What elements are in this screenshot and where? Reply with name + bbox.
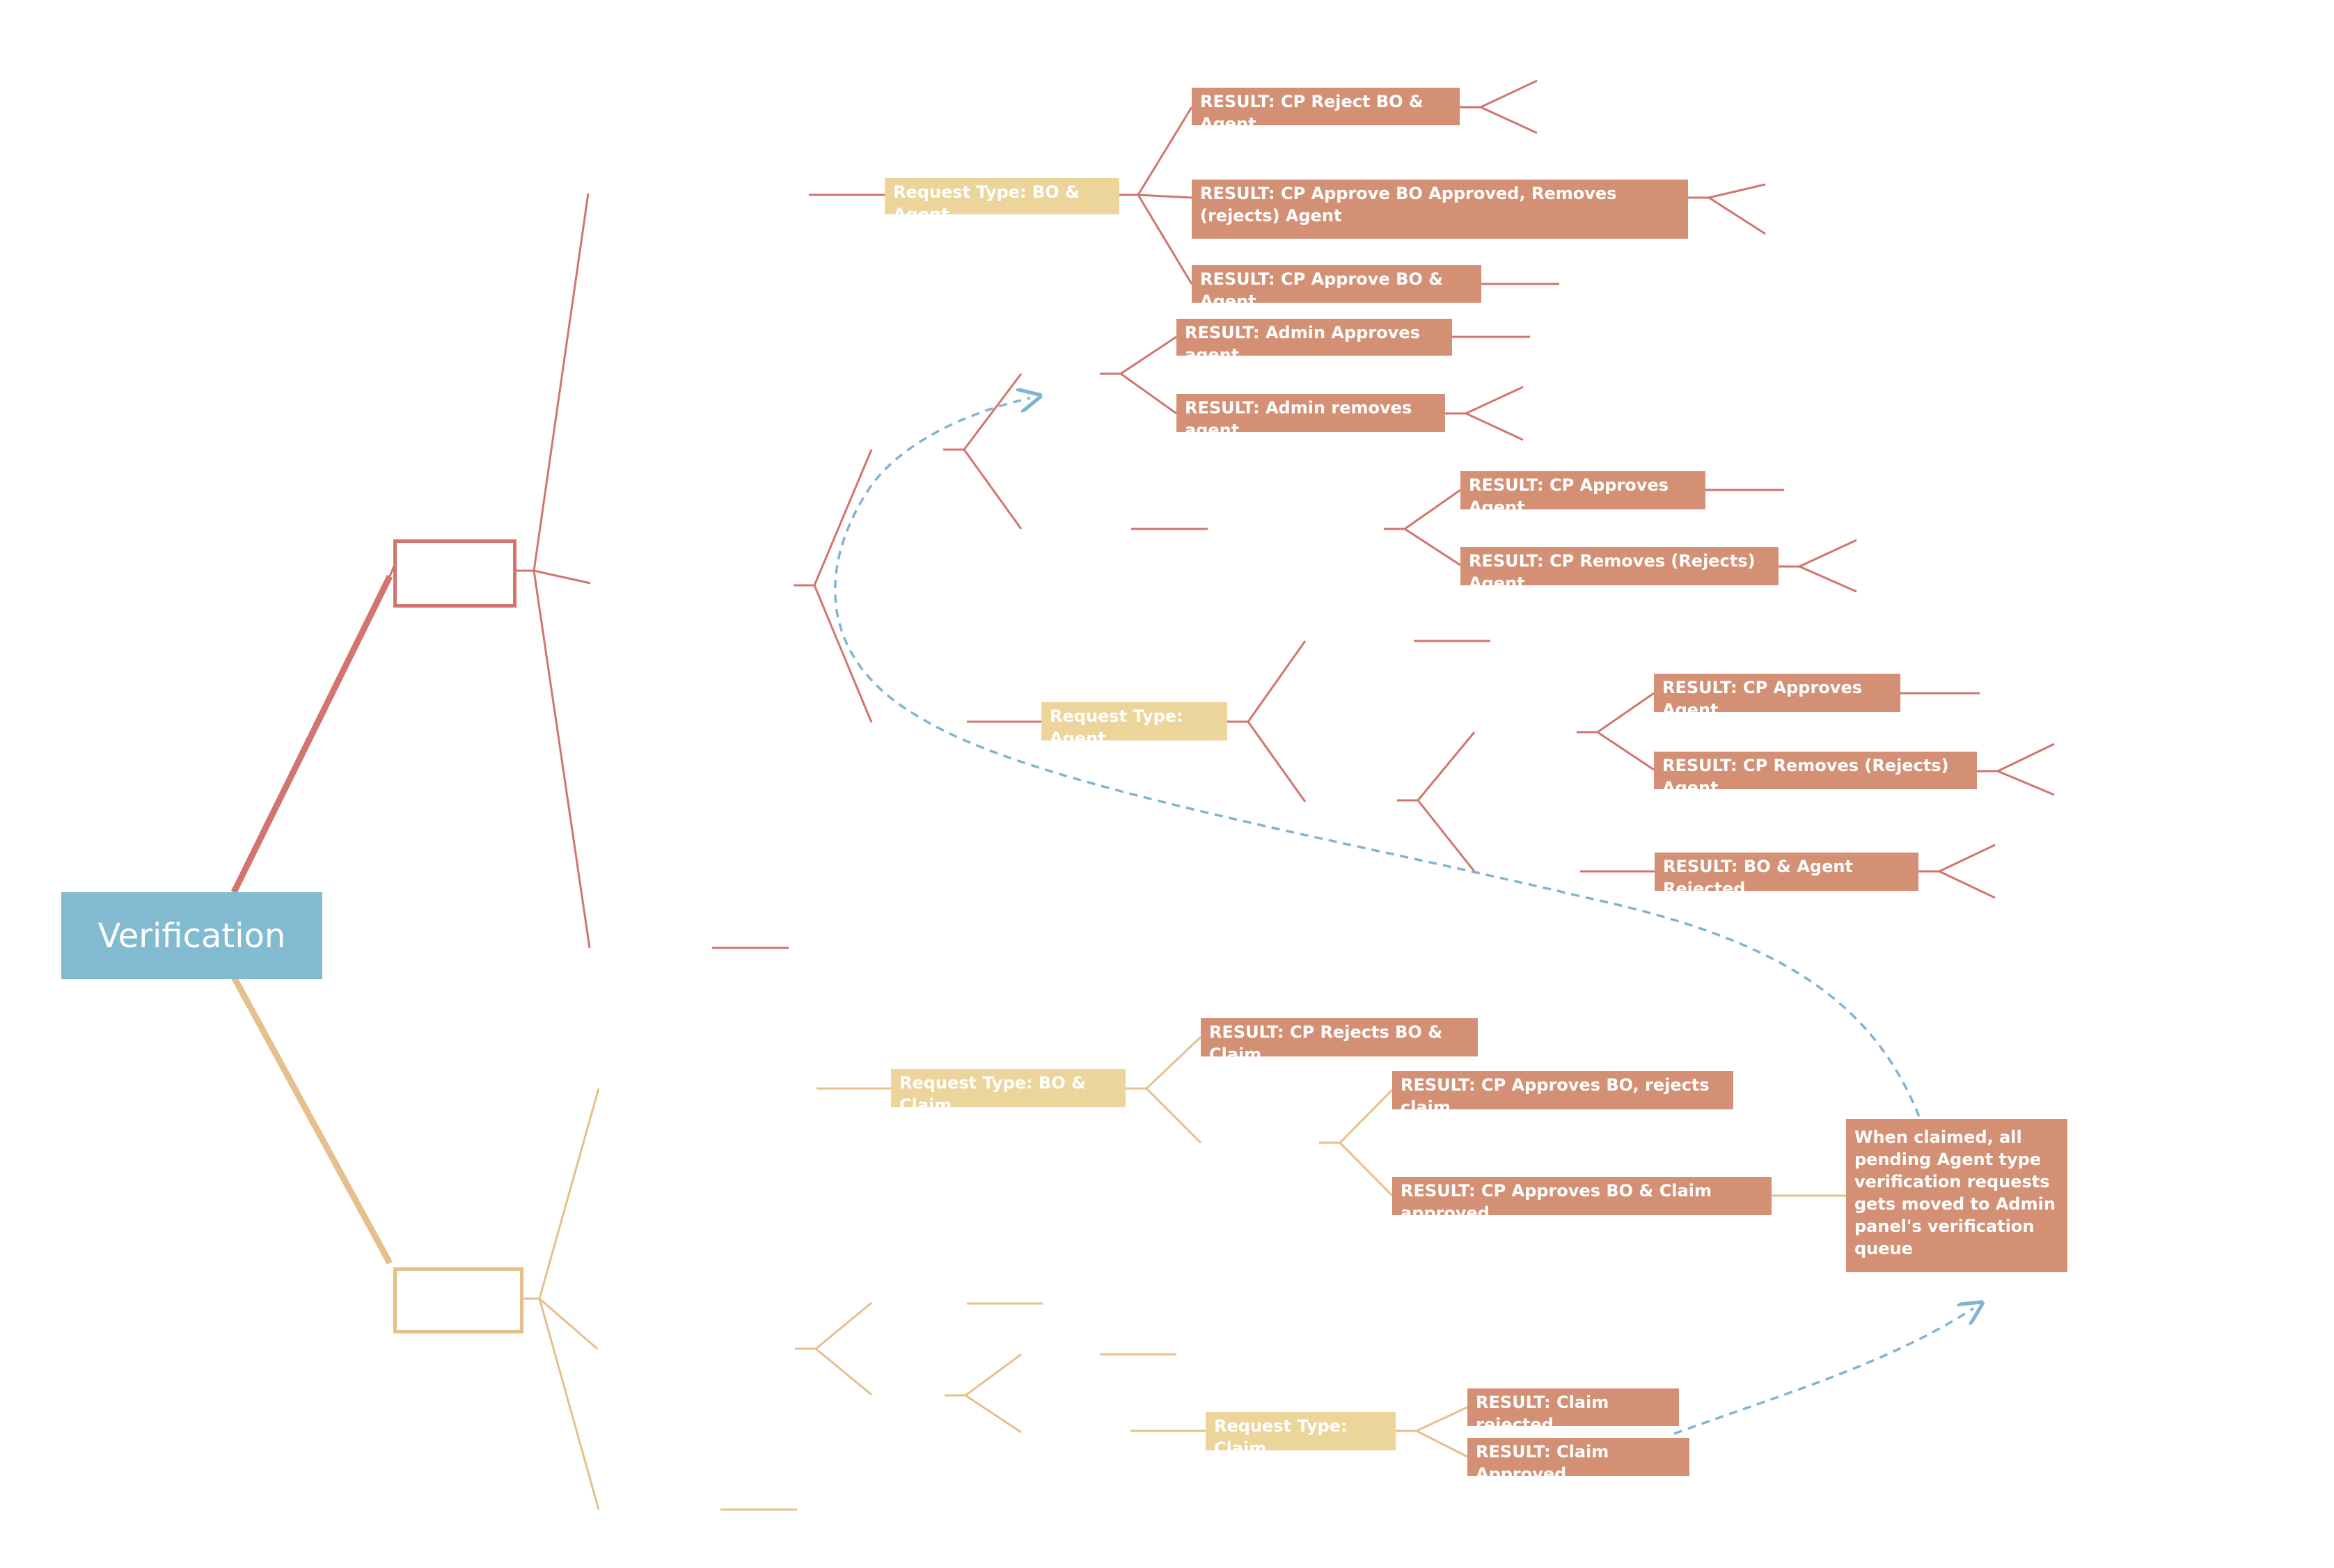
arrow-note-to-admin-queue	[834, 398, 1921, 1117]
arrow-claim-approved-to-note	[1673, 1308, 1973, 1435]
empty-node-orange[interactable]	[393, 1267, 523, 1333]
result-cp-removes-agent-2[interactable]: RESULT: CP Removes (Rejects) Agent	[1654, 752, 1977, 798]
result-cp-approve-bo-agent[interactable]: RESULT: CP Approve BO & Agent	[1192, 265, 1481, 311]
request-type-bo-agent[interactable]: Request Type: BO & Agent	[885, 178, 1119, 224]
root-node-verification[interactable]: Verification	[61, 892, 322, 979]
dashed-arrows	[834, 398, 1973, 1435]
orange-subtree-lines	[523, 1036, 1846, 1511]
result-cp-approves-agent-2[interactable]: RESULT: CP Approves Agent	[1654, 674, 1900, 720]
result-cp-approve-bo-removes-agent[interactable]: RESULT: CP Approve BO Approved, Removes …	[1192, 180, 1688, 239]
result-admin-approves-agent[interactable]: RESULT: Admin Approves agent	[1176, 319, 1452, 365]
red-subtree-lines	[516, 79, 2055, 949]
request-type-claim[interactable]: Request Type: Claim	[1206, 1412, 1396, 1458]
result-cp-approves-bo-rejects-claim[interactable]: RESULT: CP Approves BO, rejects claim	[1392, 1071, 1733, 1117]
result-claim-approved[interactable]: RESULT: Claim Approved	[1467, 1438, 1689, 1484]
request-type-bo-claim[interactable]: Request Type: BO & Claim	[891, 1069, 1126, 1115]
result-admin-removes-agent[interactable]: RESULT: Admin removes agent	[1176, 394, 1445, 440]
result-cp-reject-bo-agent[interactable]: RESULT: CP Reject BO & Agent	[1192, 88, 1460, 134]
root-branch-red	[230, 542, 405, 894]
root-branch-orange	[231, 975, 393, 1265]
note-agent-requests-moved[interactable]: When claimed, all pending Agent type ver…	[1846, 1119, 2067, 1272]
result-bo-agent-rejected[interactable]: RESULT: BO & Agent Rejected	[1655, 853, 1918, 898]
result-cp-rejects-bo-claim[interactable]: RESULT: CP Rejects BO & Claim	[1201, 1018, 1478, 1064]
empty-node-red[interactable]	[393, 539, 517, 608]
result-cp-removes-agent-1[interactable]: RESULT: CP Removes (Rejects) Agent	[1460, 547, 1779, 593]
result-cp-approves-bo-claim-approved[interactable]: RESULT: CP Approves BO & Claim approved	[1392, 1177, 1772, 1223]
result-claim-rejected[interactable]: RESULT: Claim rejected	[1467, 1388, 1679, 1434]
result-cp-approves-agent-1[interactable]: RESULT: CP Approves Agent	[1460, 471, 1705, 517]
request-type-agent[interactable]: Request Type: Agent	[1041, 702, 1227, 748]
